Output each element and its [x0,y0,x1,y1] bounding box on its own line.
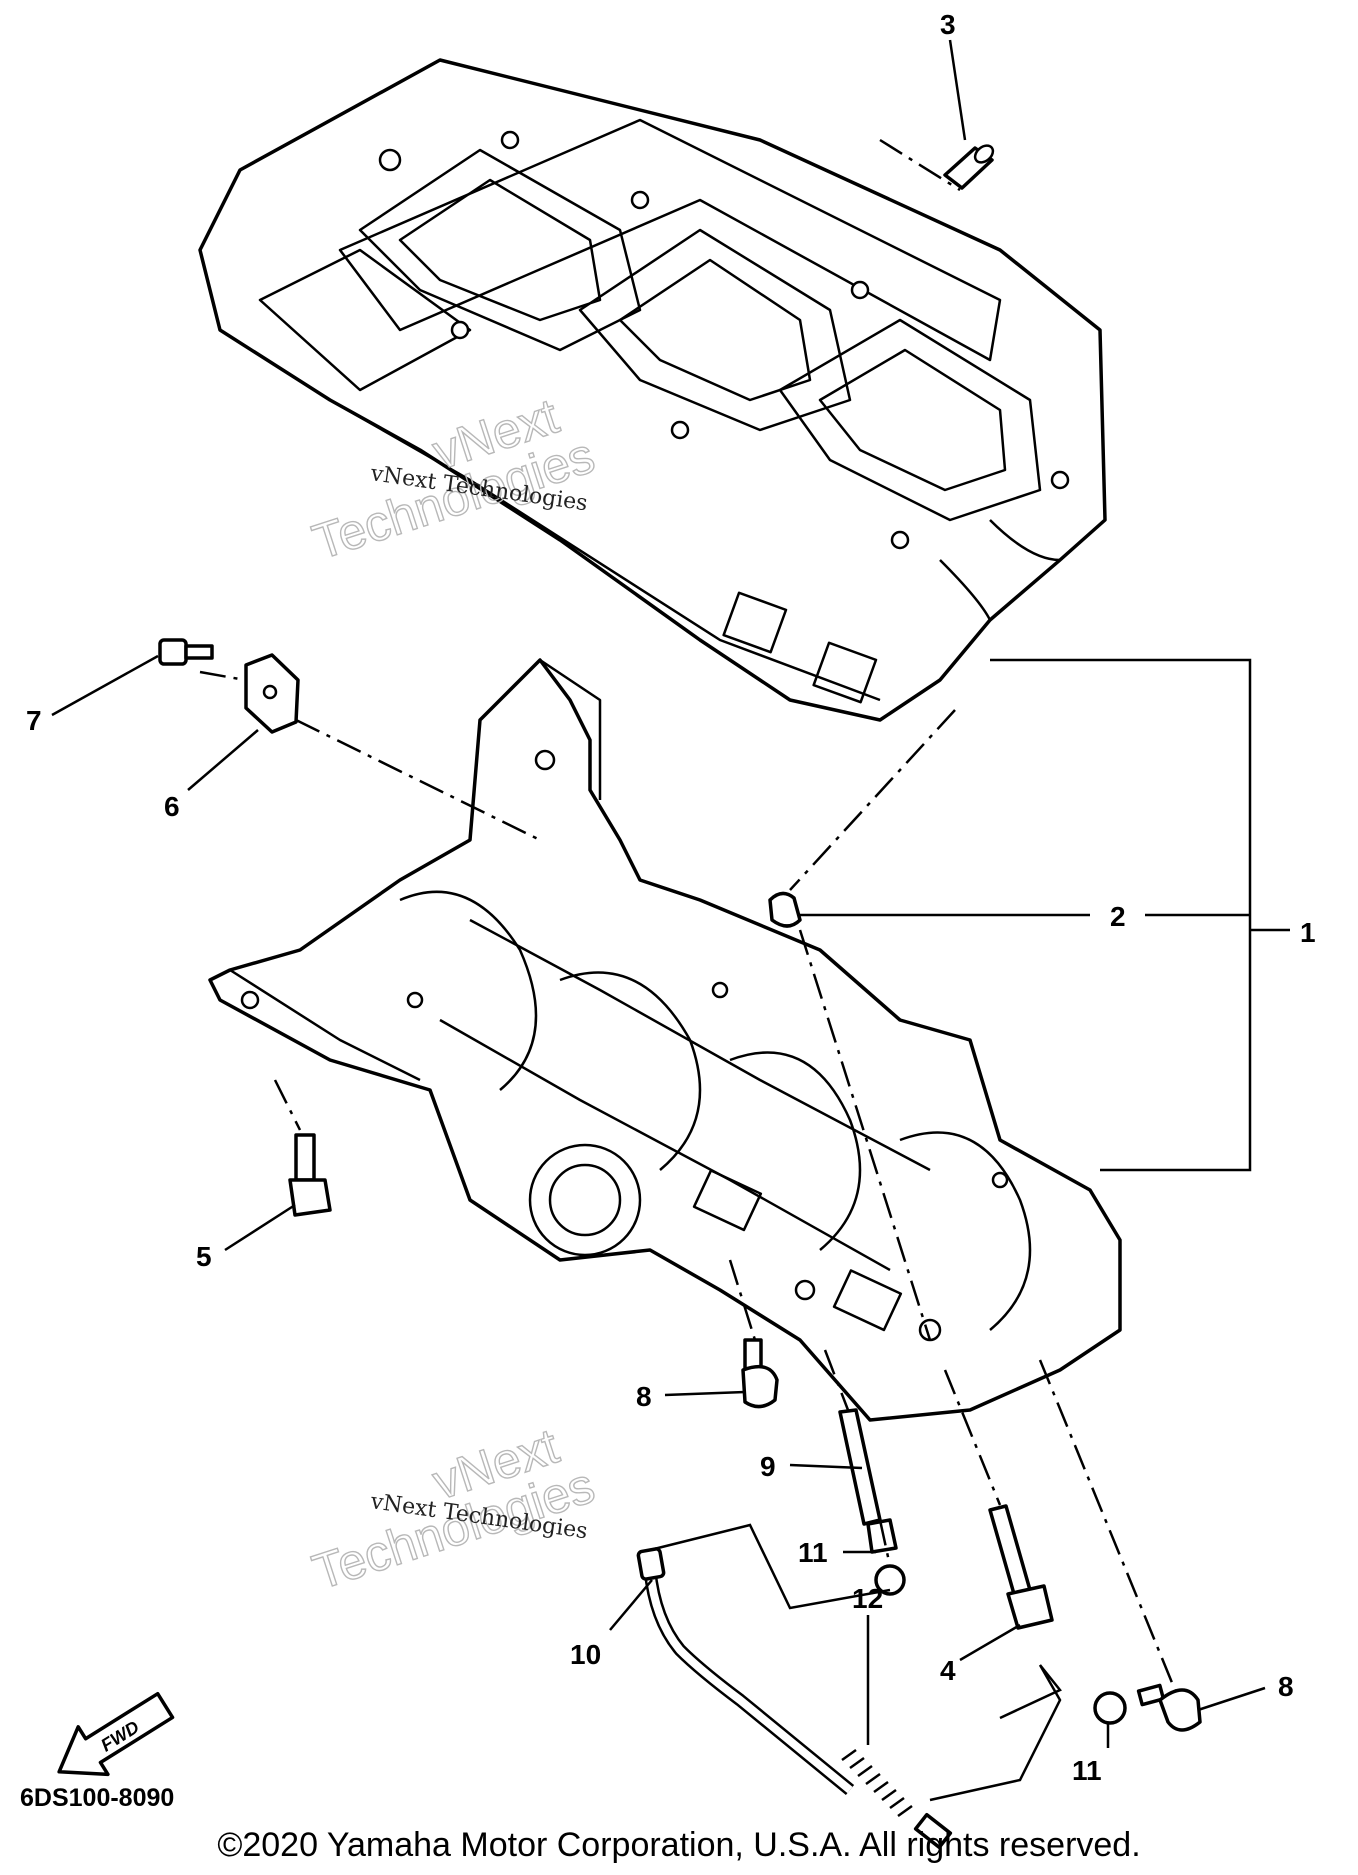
callout-11-upper: 11 [798,1537,828,1568]
dowel-pin-part-3 [943,144,995,190]
bolt-part-5 [288,1133,332,1217]
callout-8-left: 8 [636,1381,652,1412]
callout-6: 6 [164,791,180,822]
callout-labels: 1 2 3 4 5 6 7 8 8 9 10 11 11 12 [26,9,1316,1786]
callout-7: 7 [26,705,42,736]
bolt-part-7 [158,638,214,666]
spring-part-12 [841,1748,953,1850]
callout-10: 10 [570,1639,601,1670]
lower-crankcase [208,658,1122,1422]
callout-11-lower: 11 [1072,1755,1102,1786]
leader-lines [51,39,1290,1802]
plug-part-8-right [1136,1683,1202,1732]
plug-part-8-left [741,1338,779,1409]
watermark-bottom: vNext Technologies vNext Technologies [305,1417,601,1601]
bracket-part-6 [244,653,300,734]
callout-12: 12 [852,1583,883,1614]
callout-2: 2 [1110,901,1126,932]
upper-crankcase [198,58,1107,722]
washer-part-11-lower [1093,1691,1127,1725]
callout-1: 1 [1300,917,1316,948]
callout-8-right: 8 [1278,1671,1294,1702]
callout-5: 5 [196,1241,212,1272]
assembly-dashed-lines [199,138,1177,1691]
stud-bolt-part-9 [838,1408,898,1554]
fwd-arrow-icon: FWD [57,1691,175,1777]
bolt-part-4 [988,1504,1054,1630]
diagram-code: 6DS100-8090 [20,1784,174,1812]
callout-4: 4 [940,1655,956,1686]
copyright-notice: ©2020 Yamaha Motor Corporation, U.S.A. A… [217,1826,1141,1864]
callout-3: 3 [940,9,956,40]
callout-9: 9 [760,1451,776,1482]
dowel-pin-part-2 [768,891,802,928]
hose-part-10 [636,1547,855,1796]
